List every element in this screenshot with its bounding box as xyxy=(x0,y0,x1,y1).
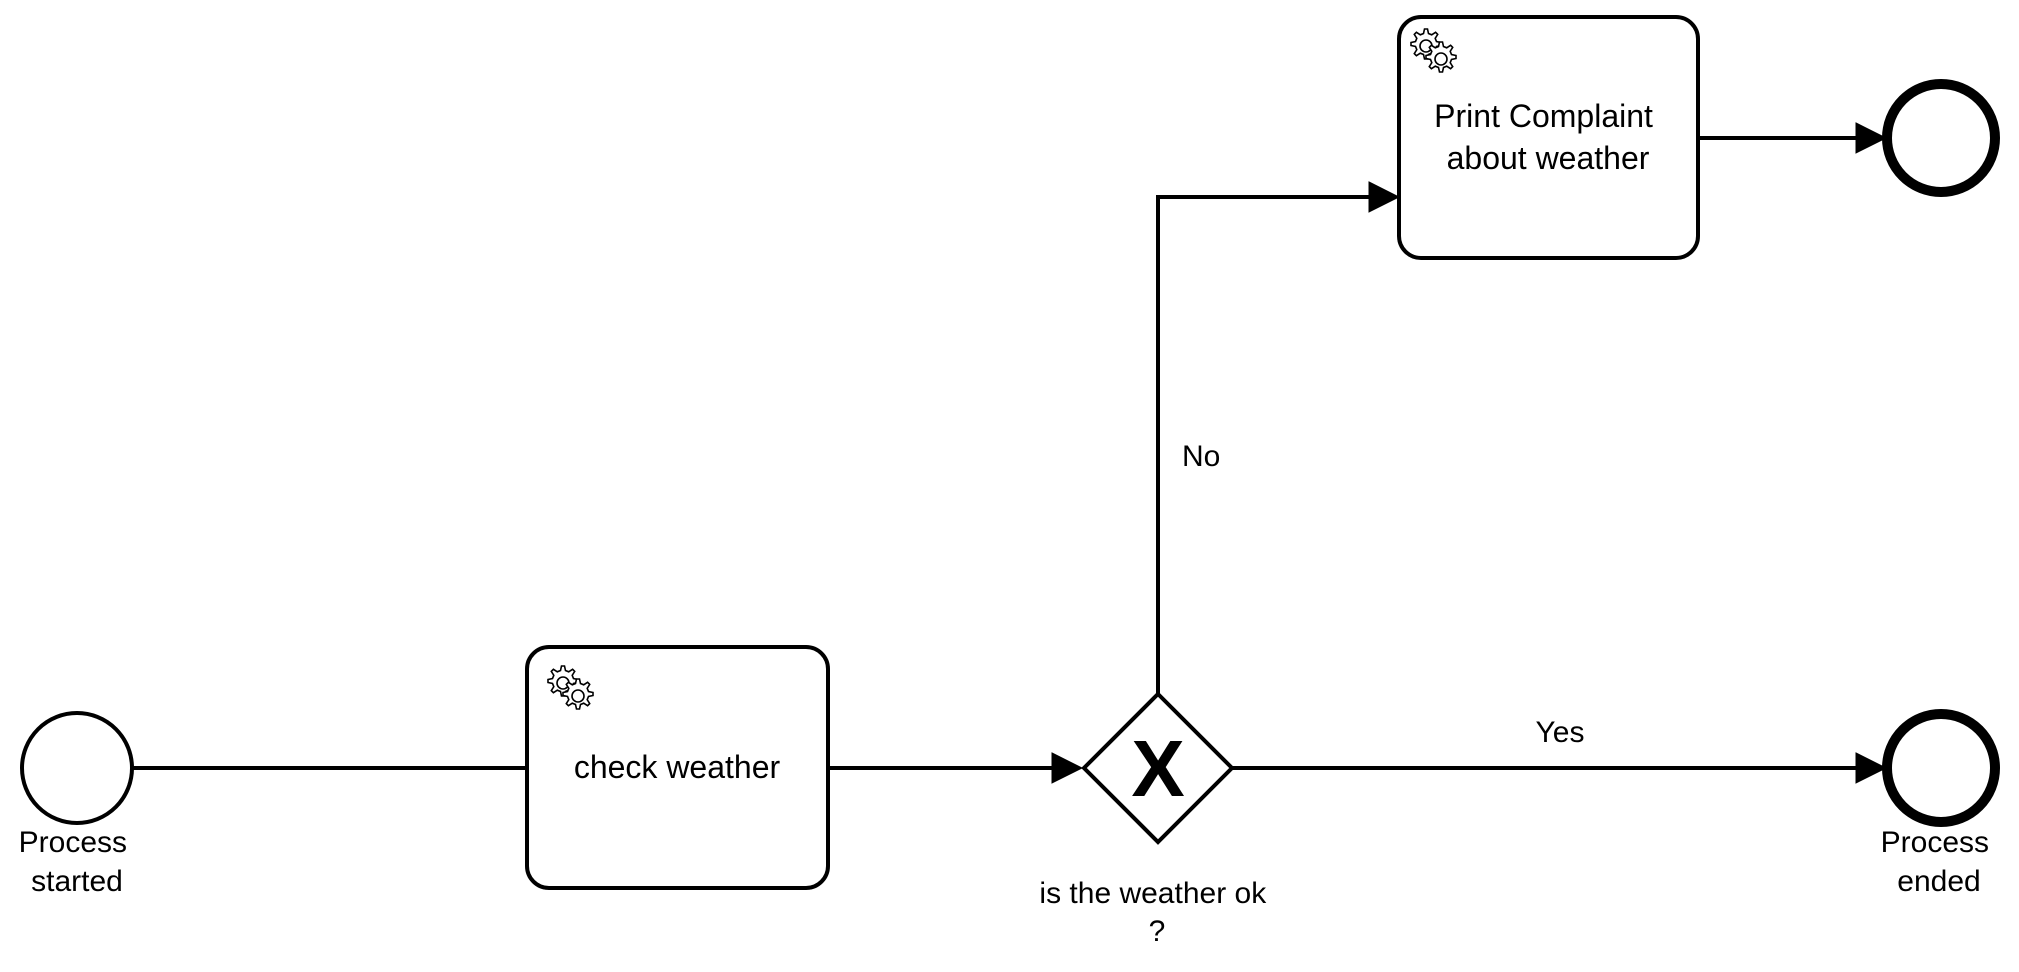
flow-yes-arrow xyxy=(1855,752,1888,784)
flow-no-arrow xyxy=(1368,181,1401,213)
sequence-flows xyxy=(133,122,1888,784)
task-print-complaint-label: Print Complaint about weather xyxy=(1434,98,1662,176)
task-print-complaint[interactable]: Print Complaint about weather xyxy=(1397,15,1700,260)
gateway-x-icon: X xyxy=(1131,724,1184,813)
task-check-weather[interactable]: check weather xyxy=(525,645,830,890)
flow-yes-label: Yes xyxy=(1536,716,1585,749)
flow-check-to-gateway-arrow xyxy=(1051,752,1084,784)
start-event[interactable] xyxy=(20,711,134,825)
end-event-bottom[interactable] xyxy=(1882,709,2000,827)
flow-no-label: No xyxy=(1182,440,1220,473)
end-event-top[interactable] xyxy=(1882,79,2000,197)
service-task-gear-icon xyxy=(547,665,594,710)
end-event-bottom-label: Process ended xyxy=(1881,826,1998,898)
task-check-weather-label: check weather xyxy=(574,749,781,785)
flow-complaint-to-end-arrow xyxy=(1855,122,1888,154)
service-task-gear-icon xyxy=(1410,28,1457,73)
gateway-label: is the weather ok ? xyxy=(1039,877,1274,948)
start-event-label: Process started xyxy=(19,826,136,898)
flow-no[interactable] xyxy=(1156,195,1376,694)
exclusive-gateway[interactable]: X xyxy=(1081,691,1235,845)
